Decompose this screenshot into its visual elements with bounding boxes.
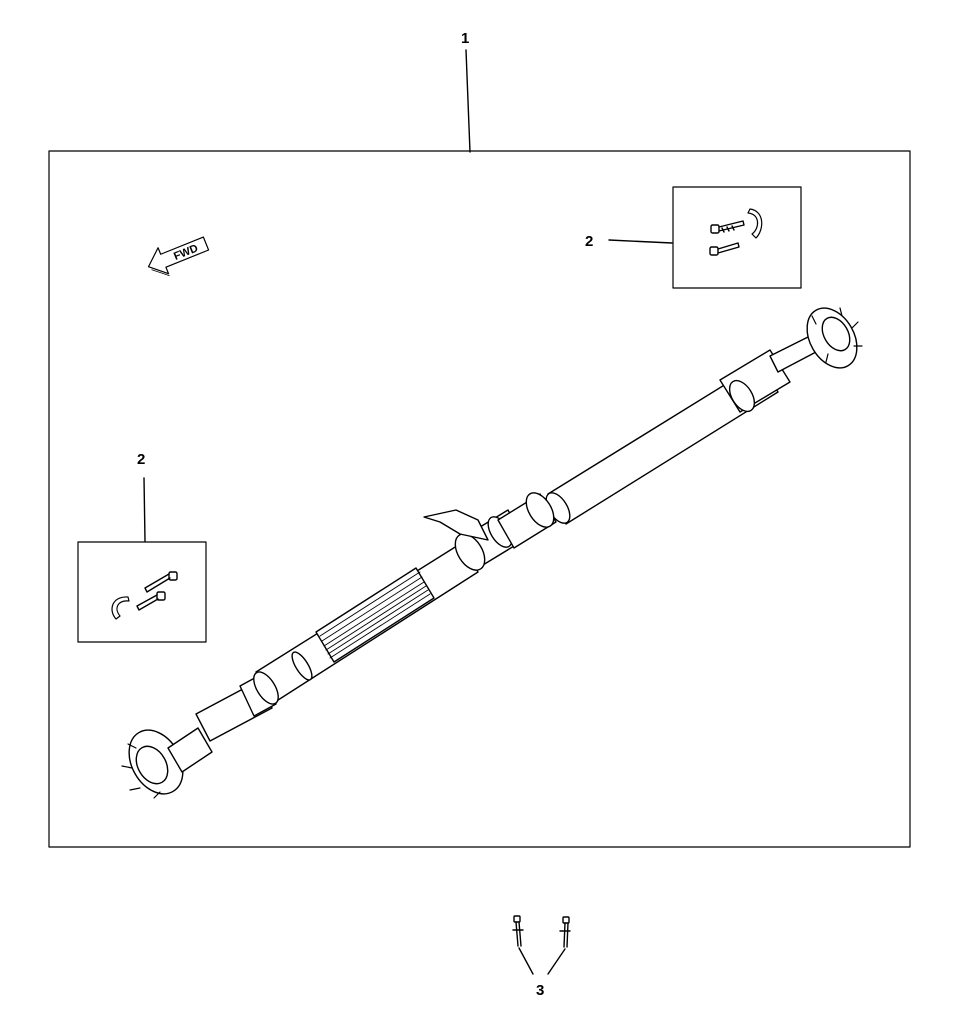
callout-bolts: 3 xyxy=(536,982,545,999)
bolt-icon xyxy=(512,915,524,947)
flange-studs xyxy=(121,307,863,799)
bolt-icon xyxy=(710,220,745,234)
leader-line-1 xyxy=(465,49,471,153)
spline-detail xyxy=(319,571,431,659)
driveshaft-icon xyxy=(128,307,858,795)
callout-assembly: 1 xyxy=(461,30,470,47)
callout-hardware-kit-upper: 2 xyxy=(585,233,594,250)
leader-line-3a xyxy=(518,947,534,975)
leader-line-2-upper xyxy=(608,239,673,244)
forward-arrow-icon: FWD xyxy=(147,236,210,276)
bolt-icon xyxy=(559,916,571,948)
hardware-kit-box-left xyxy=(77,541,207,643)
strap-icon xyxy=(747,208,763,239)
bolt-icon xyxy=(136,591,166,611)
hardware-kit-box-upper xyxy=(672,186,802,289)
leader-line-2-left xyxy=(143,477,146,542)
leader-line-3b xyxy=(547,948,566,975)
fwd-label: FWD xyxy=(172,242,200,263)
bolt-icon xyxy=(144,571,178,593)
bolt-icon xyxy=(709,242,740,256)
assembly-frame xyxy=(48,150,911,848)
strap-icon xyxy=(111,596,130,620)
callout-hardware-kit-left: 2 xyxy=(137,451,146,468)
